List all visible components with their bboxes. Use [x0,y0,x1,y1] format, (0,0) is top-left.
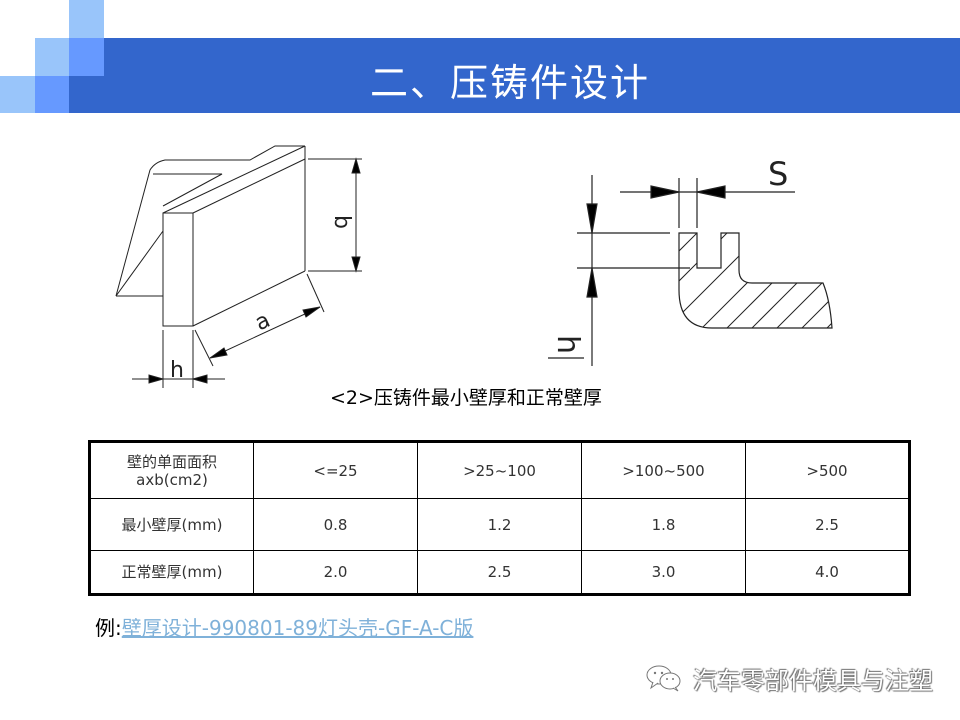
label-s: S [768,155,788,193]
label-a: a [251,308,274,336]
example-line: 例:壁厚设计-990801-89灯头壳-GF-A-C版 [95,614,473,642]
table-cell: 2.0 [253,550,418,595]
header-label-cell: 壁的单面面积 axb(cm2) [89,441,254,499]
table-cell: 0.8 [253,498,418,551]
decor-square [35,38,69,76]
label-b: b [329,215,354,229]
header-cell: >500 [745,441,910,499]
watermark: 汽车零部件模具与注塑 [645,660,933,696]
example-label: 例: [95,616,122,640]
table-cell: 2.5 [417,550,582,595]
table-row: 最小壁厚(mm) 0.8 1.2 1.8 2.5 [89,498,910,551]
table-header-row: 壁的单面面积 axb(cm2) <=25 >25~100 >100~500 >5… [89,441,910,499]
page-title: 二、压铸件设计 [369,61,650,105]
decor-square [35,76,69,113]
decor-square [0,76,35,113]
wall-thickness-table: 壁的单面面积 axb(cm2) <=25 >25~100 >100~500 >5… [88,440,911,596]
row-label: 正常壁厚(mm) [89,550,254,595]
label-h-right: h [550,335,585,354]
wechat-icon [646,665,681,692]
figure-caption: <2>压铸件最小壁厚和正常壁厚 [330,387,602,409]
header-cell: >25~100 [417,441,582,499]
decor-square [69,0,104,38]
table-cell: 3.0 [581,550,746,595]
table-row: 正常壁厚(mm) 2.0 2.5 3.0 4.0 [89,550,910,595]
header-label-line1: 壁的单面面积 [126,452,217,471]
title-banner [69,38,960,113]
table-cell: 1.8 [581,498,746,551]
header-label-line2: axb(cm2) [136,470,208,489]
decor-square [69,38,104,76]
table-cell: 2.5 [745,498,910,551]
watermark-text: 汽车零部件模具与注塑 [693,666,933,695]
row-label: 最小壁厚(mm) [89,498,254,551]
label-h: h [170,358,184,383]
table-cell: 4.0 [745,550,910,595]
table-cell: 1.2 [417,498,582,551]
header-cell: >100~500 [581,441,746,499]
header-cell: <=25 [253,441,418,499]
rib-section-drawing: S h [548,155,833,366]
wall-area-drawing: b a h [115,145,362,388]
example-link[interactable]: 壁厚设计-990801-89灯头壳-GF-A-C版 [121,616,474,640]
